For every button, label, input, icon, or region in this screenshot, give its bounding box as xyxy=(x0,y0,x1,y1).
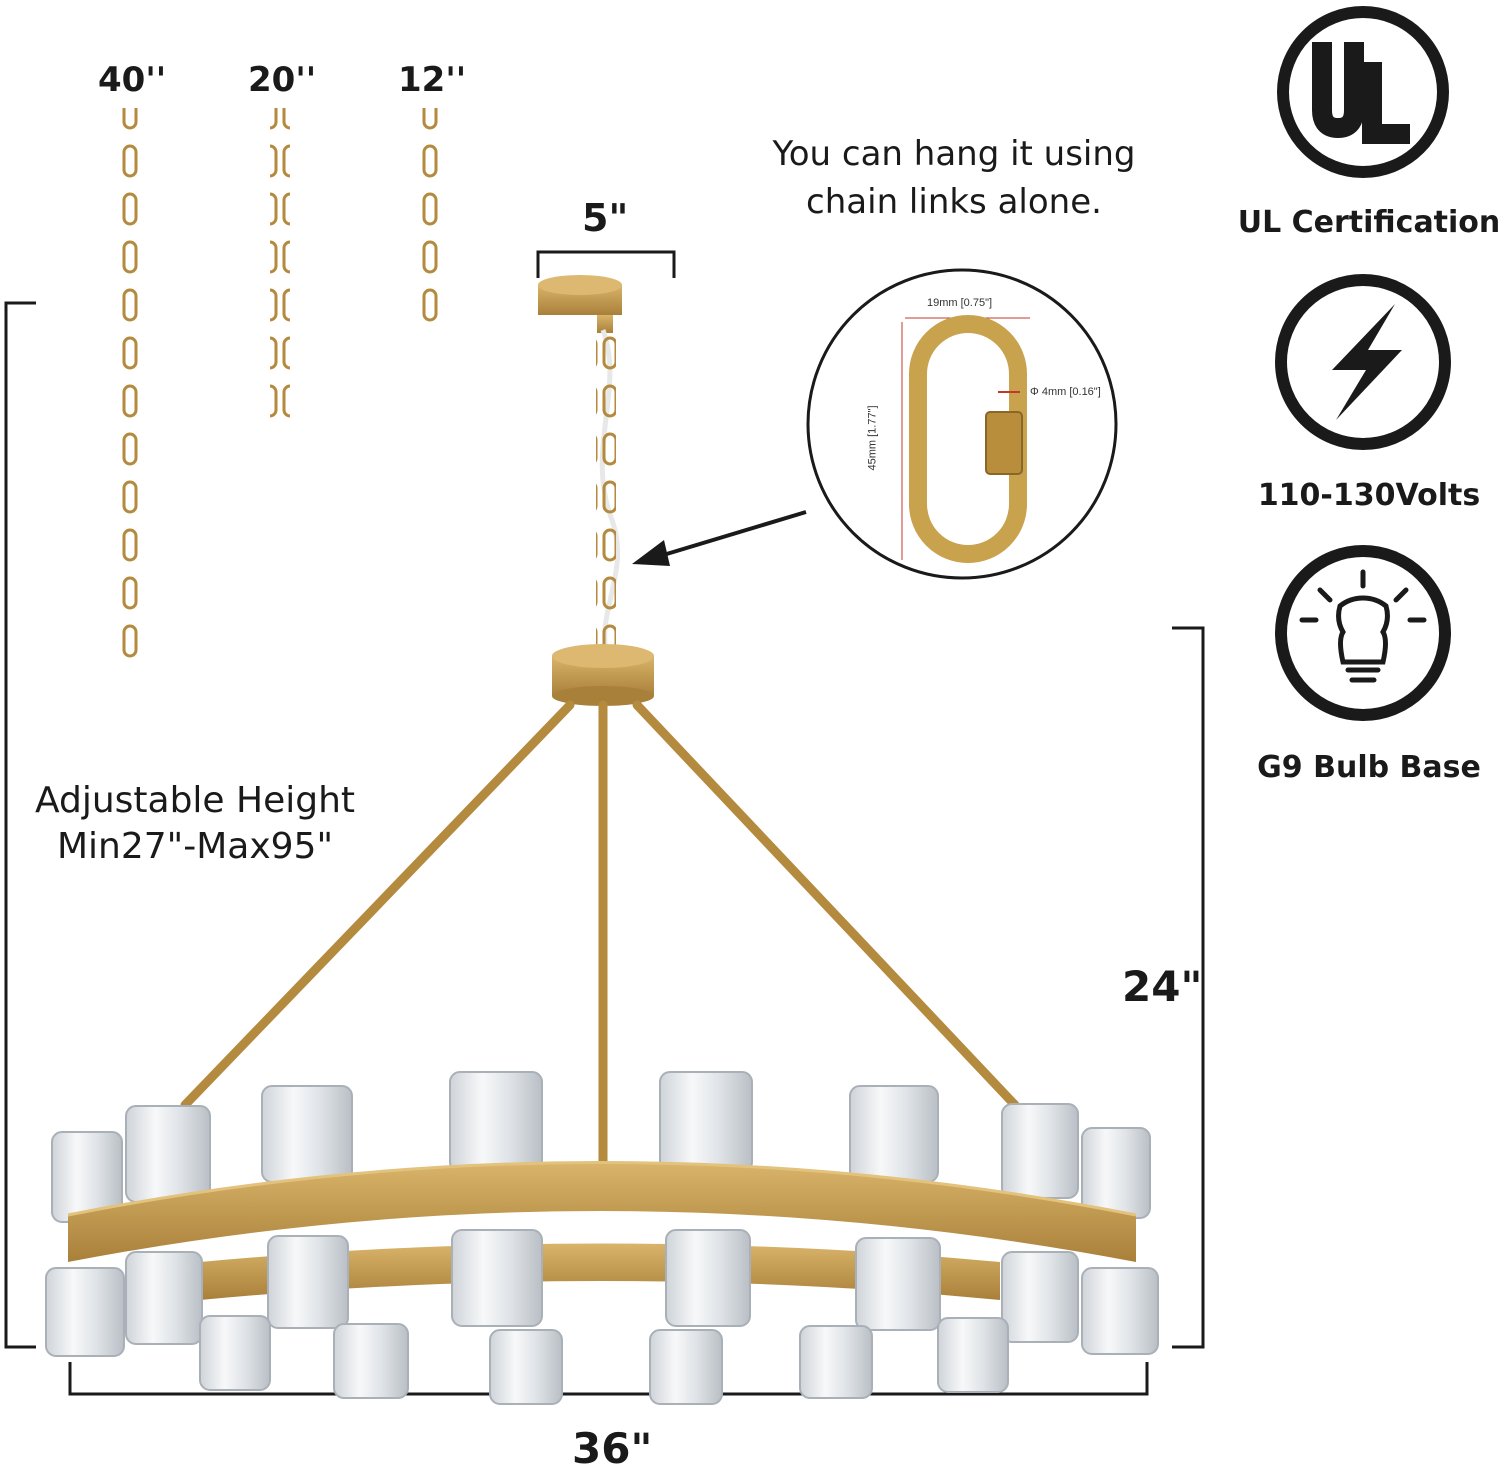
ul-registered-mark: ® xyxy=(1340,118,1354,138)
bulb-base-label: G9 Bulb Base xyxy=(1257,750,1481,785)
lightning-bolt-icon xyxy=(1275,274,1451,450)
adjustable-height-bracket xyxy=(4,301,36,1349)
canopy-width-label: 5" xyxy=(582,196,629,240)
body-diameter-label: 36" xyxy=(572,1424,653,1473)
hang-note-line2: chain links alone. xyxy=(806,182,1102,222)
main-ring xyxy=(67,1161,1137,1300)
ceiling-canopy xyxy=(538,275,622,333)
ul-logo-icon xyxy=(1277,6,1449,178)
canopy-width-bracket xyxy=(536,250,676,278)
hang-note: You can hang it using chain links alone. xyxy=(738,130,1170,226)
center-hub xyxy=(552,644,654,706)
crystal-shades-bottom xyxy=(45,1229,1159,1405)
chain-sample-12 xyxy=(420,108,440,326)
chain-label-40: 40'' xyxy=(98,60,167,100)
chain-sample-20 xyxy=(270,108,290,423)
carabiner-wire-label: Φ 4mm [0.16"] xyxy=(1030,386,1101,398)
carabiner-height-label: 45mm [1.77"] xyxy=(866,405,879,471)
voltage-label: 110-130Volts xyxy=(1257,478,1481,513)
chain-label-12: 12'' xyxy=(398,60,467,100)
adjustable-height-line1: Adjustable Height xyxy=(34,780,356,821)
ul-certification-label: UL Certification xyxy=(1237,205,1500,240)
chain-label-20: 20'' xyxy=(248,60,317,100)
body-diameter-bracket xyxy=(68,1362,1149,1396)
light-bulb-icon xyxy=(1275,545,1451,721)
crystal-shades-top xyxy=(51,1071,1151,1223)
body-height-label: 24" xyxy=(1122,962,1203,1011)
suspension-chain xyxy=(596,329,621,651)
body-height-bracket xyxy=(1172,626,1205,1349)
adjustable-height-line2: Min27"-Max95" xyxy=(56,826,334,867)
carabiner-width-label: 19mm [0.75"] xyxy=(927,297,993,309)
adjustable-height-text: Adjustable Height Min27"-Max95" xyxy=(10,778,380,870)
support-rods xyxy=(180,700,1020,1170)
hang-note-line1: You can hang it using xyxy=(772,134,1136,174)
carabiner-pointer-arrow xyxy=(632,510,807,566)
carabiner-detail xyxy=(806,268,1118,580)
chain-sample-40 xyxy=(120,108,140,663)
